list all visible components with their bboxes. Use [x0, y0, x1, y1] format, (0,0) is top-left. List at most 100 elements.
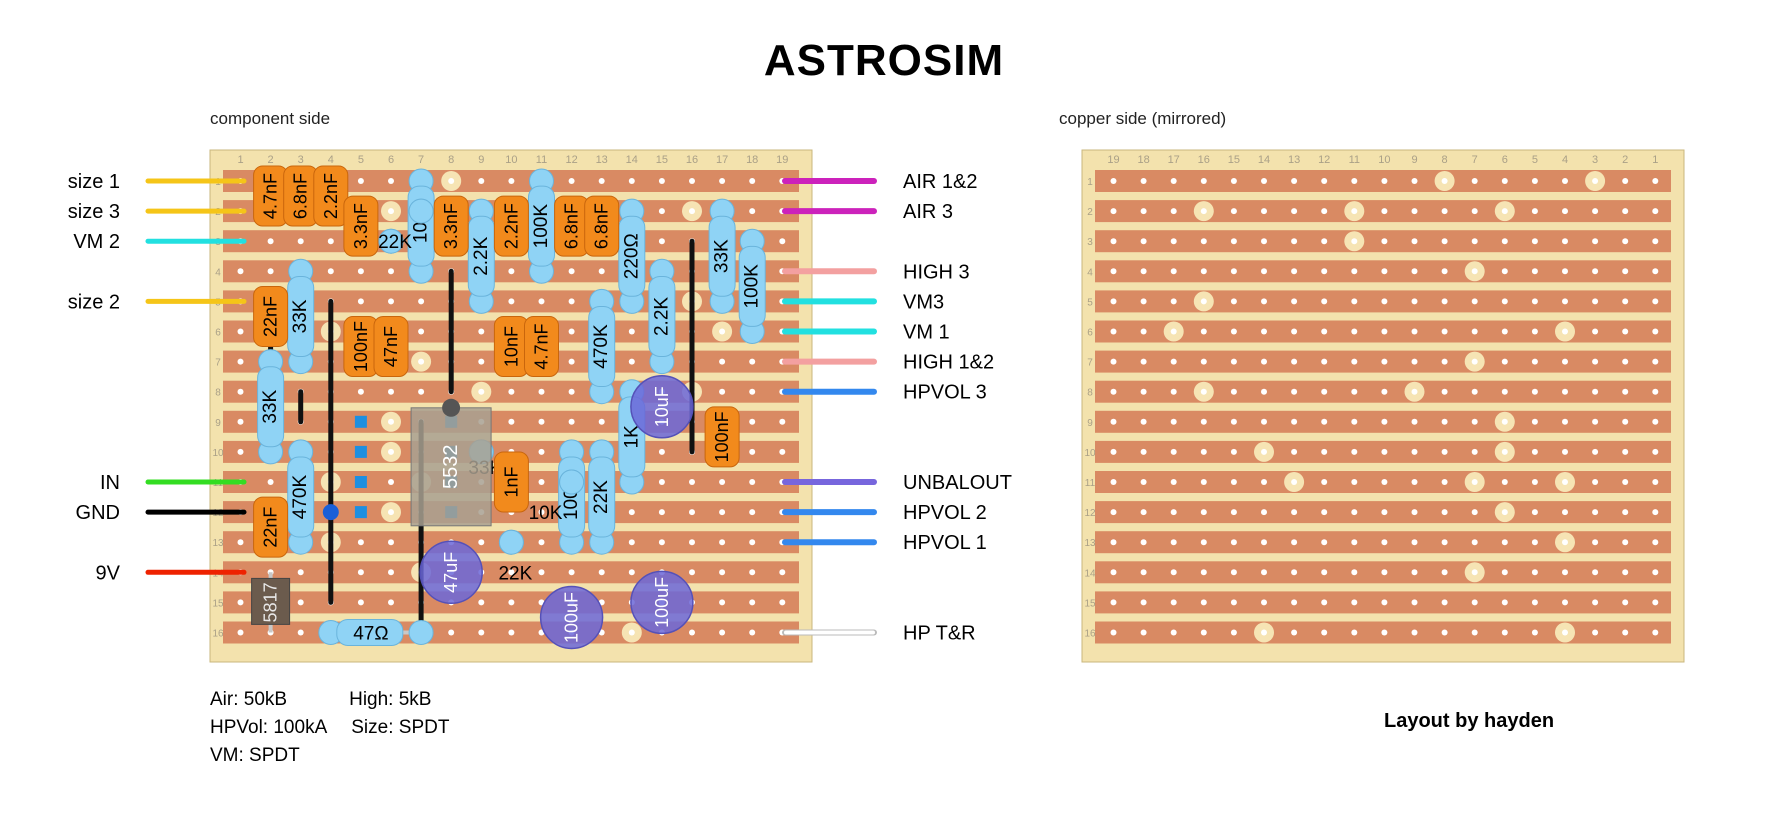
copper-hole — [1501, 629, 1508, 636]
resistor-22k-bottom-end — [498, 529, 524, 555]
copper-hole — [1652, 178, 1659, 184]
copper-hole — [1381, 479, 1388, 485]
component-col-number: 12 — [565, 154, 577, 166]
copper-hole — [1411, 178, 1418, 184]
ic-pin — [354, 506, 367, 519]
component-hole — [749, 208, 756, 215]
copper-hole — [1592, 208, 1599, 215]
copper-col-number: 4 — [1562, 154, 1568, 166]
copper-hole — [1291, 268, 1298, 275]
copper-hole — [1592, 328, 1599, 335]
resistor-label: 470K — [290, 475, 311, 520]
film-cap-label: 6.8nF — [291, 173, 311, 219]
copper-hole — [1622, 629, 1629, 636]
copper-hole — [1441, 539, 1448, 546]
component-hole — [749, 358, 756, 365]
copper-hole — [1501, 569, 1508, 576]
left-wire-label: 9V — [96, 562, 121, 584]
copper-hole — [1351, 328, 1358, 335]
copper-hole — [1652, 298, 1659, 305]
copper-hole — [1351, 298, 1358, 305]
copper-hole — [1501, 388, 1508, 395]
copper-hole — [1652, 569, 1659, 576]
copper-row-number: 4 — [1087, 267, 1093, 278]
film-cap — [253, 496, 289, 558]
copper-track-cut-hole — [1592, 178, 1599, 184]
copper-hole — [1441, 599, 1448, 606]
copper-hole — [1501, 358, 1508, 365]
component-hole — [779, 569, 786, 576]
copper-hole — [1170, 629, 1177, 636]
copper-hole — [1261, 479, 1267, 485]
copper-hole — [1351, 358, 1358, 365]
copper-hole — [1652, 268, 1659, 275]
film-cap-label: 4.7nF — [261, 173, 281, 219]
copper-hole — [1411, 208, 1418, 215]
copper-hole — [1321, 509, 1328, 516]
copper-hole — [1471, 599, 1478, 606]
copper-col-number: 18 — [1137, 154, 1149, 166]
copper-hole — [1170, 479, 1177, 485]
component-hole — [357, 539, 364, 546]
component-col-number: 9 — [478, 154, 484, 166]
component-col-number: 19 — [776, 154, 788, 166]
copper-row-number: 2 — [1087, 207, 1093, 218]
electrolytic-label: 100uF — [562, 592, 582, 643]
copper-hole — [1351, 629, 1358, 636]
copper-hole — [1441, 238, 1448, 245]
copper-hole — [1411, 599, 1418, 606]
copper-hole — [1622, 328, 1629, 335]
component-col-number: 1 — [237, 154, 243, 166]
component-hole — [508, 298, 515, 305]
copper-hole — [1351, 178, 1358, 184]
component-hole — [628, 328, 635, 335]
copper-col-number: 17 — [1168, 154, 1180, 166]
resistor-body — [648, 275, 676, 357]
copper-hole — [1531, 509, 1538, 516]
component-hole — [719, 358, 726, 365]
copper-hole — [1110, 509, 1117, 516]
component-hole — [749, 178, 756, 184]
note-high: High: 5kB — [349, 689, 432, 710]
component-hole — [267, 238, 274, 245]
layout-credit: Layout by hayden — [1384, 710, 1555, 732]
copper-hole — [1381, 208, 1388, 215]
copper-hole — [1531, 569, 1538, 576]
copper-col-number: 1 — [1652, 154, 1658, 166]
copper-track-cut-hole — [1261, 629, 1267, 636]
copper-hole — [1140, 178, 1147, 184]
copper-hole — [1291, 208, 1298, 215]
copper-hole — [1471, 388, 1478, 395]
copper-hole — [1261, 599, 1267, 606]
component-hole — [658, 178, 665, 184]
copper-hole — [1140, 448, 1147, 455]
copper-col-number: 19 — [1107, 154, 1119, 166]
resistor-label: 100K — [742, 264, 763, 309]
resistor-label: 1K — [621, 425, 642, 449]
component-hole — [719, 569, 726, 576]
copper-hole — [1652, 238, 1659, 245]
copper-hole — [1471, 178, 1478, 184]
component-hole — [689, 629, 695, 636]
copper-col-number: 16 — [1198, 154, 1210, 166]
page-title: ASTROSIM — [763, 36, 1005, 85]
component-hole — [749, 418, 756, 425]
copper-hole — [1200, 178, 1207, 184]
copper-hole — [1652, 328, 1659, 335]
resistor-22k-top-end — [378, 228, 404, 254]
component-col-number: 14 — [626, 154, 638, 166]
component-hole — [388, 268, 394, 275]
copper-hole — [1381, 448, 1388, 455]
component-track-cut-hole — [388, 448, 394, 455]
film-cap — [373, 316, 409, 378]
copper-hole — [1261, 509, 1267, 516]
film-cap-label: 100nF — [712, 411, 732, 462]
right-wire-label: UNBALOUT — [903, 472, 1012, 494]
left-wire-label: GND — [76, 502, 120, 524]
copper-hole — [1261, 569, 1267, 576]
component-hole — [388, 178, 394, 184]
component-track-cut-hole — [418, 358, 425, 365]
ic-label: 5532 — [440, 445, 462, 490]
copper-hole — [1110, 298, 1117, 305]
